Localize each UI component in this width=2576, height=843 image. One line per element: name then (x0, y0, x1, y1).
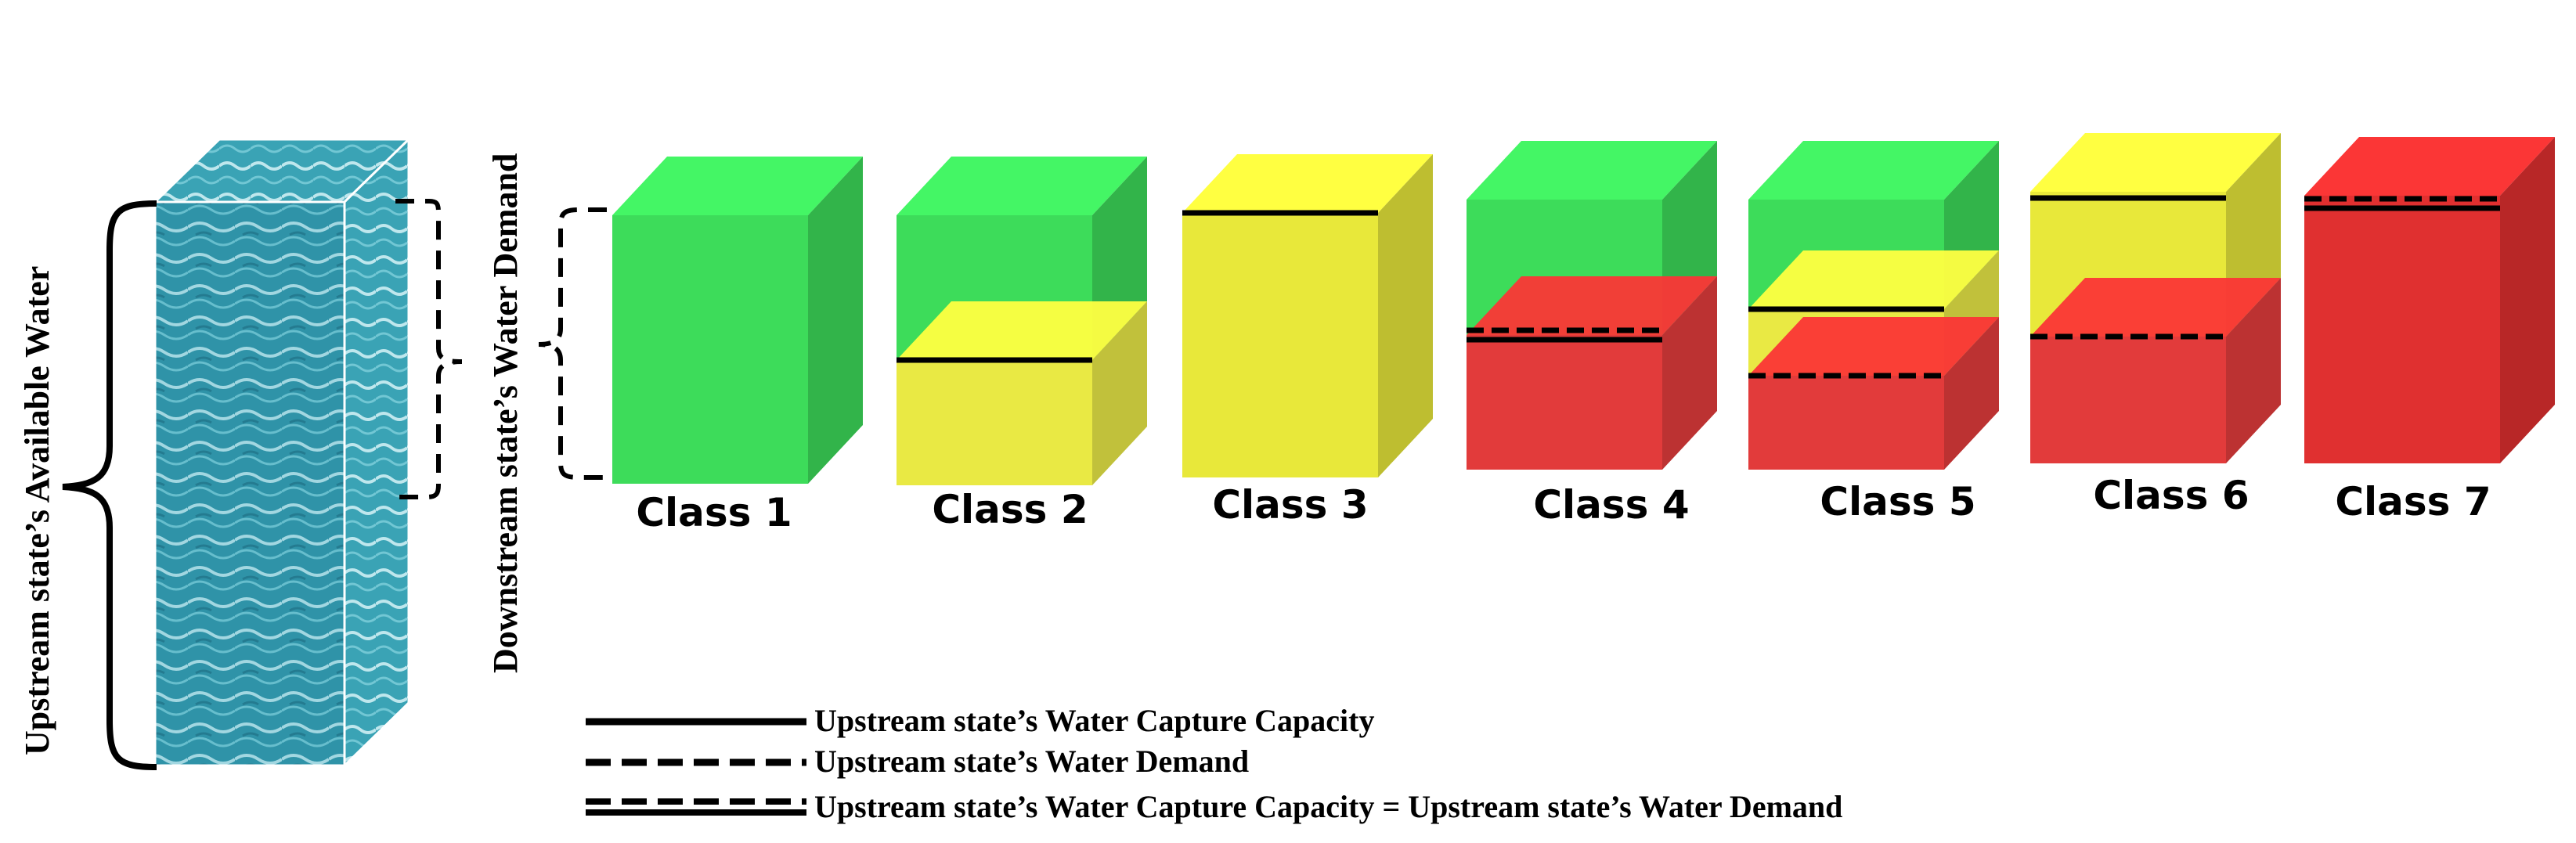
class-6-yellow-layer-top (2030, 133, 2281, 192)
class-labels: Class 1 Class 2 Class 3 Class 4 Class 5 … (636, 473, 2491, 535)
legend: Upstream state’s Water Capture Capacity … (586, 703, 1842, 824)
class-1-green-layer-top (612, 157, 863, 215)
legend-text-equal: Upstream state’s Water Capture Capacity … (814, 789, 1842, 824)
upstream-available-label: Upstream state’s Available Water (18, 266, 56, 755)
class-5-green-layer-top (1748, 141, 1999, 200)
class-2-yellow-layer-side (1092, 301, 1147, 485)
class-7-red-layer-front (2304, 196, 2500, 463)
legend-item-water-demand: Upstream state’s Water Demand (586, 744, 1249, 779)
class-5-red-layer-side (1944, 317, 1999, 470)
class-label-7: Class 7 (2335, 479, 2491, 524)
class-5-red-layer-front (1748, 376, 1944, 470)
class-4-green-layer-top (1467, 141, 1717, 200)
class-4-red-layer-side (1662, 276, 1717, 470)
class-4-red-layer-top (1467, 276, 1717, 335)
class-5-red-layer-top (1748, 317, 1999, 376)
upstream-water-prism (152, 136, 412, 769)
prism-front (153, 200, 346, 767)
upstream-brace (62, 200, 157, 770)
class-label-4: Class 4 (1533, 482, 1689, 528)
class-label-3: Class 3 (1212, 482, 1368, 528)
class-label-5: Class 5 (1820, 479, 1975, 524)
downstream-demand-label: Downstream state’s Water Demand (486, 153, 525, 673)
class-2-yellow-layer-front (897, 360, 1092, 485)
class-3-yellow-layer-side (1378, 154, 1433, 477)
class-7-red-layer-top (2304, 137, 2555, 196)
legend-text-capture-capacity: Upstream state’s Water Capture Capacity (814, 703, 1374, 738)
class-1-green-layer-front (612, 215, 808, 484)
class-4-red-layer-front (1467, 335, 1662, 470)
legend-item-capture-capacity: Upstream state’s Water Capture Capacity (586, 703, 1374, 738)
class-label-1: Class 1 (636, 490, 792, 535)
legend-item-equal: Upstream state’s Water Capture Capacity … (586, 789, 1842, 824)
legend-text-water-demand: Upstream state’s Water Demand (814, 744, 1249, 779)
class-label-2: Class 2 (932, 487, 1088, 532)
prism-side (343, 136, 410, 769)
downstream-dashed-bracket (538, 207, 607, 480)
class-6-red-layer-front (2030, 337, 2226, 463)
class-6-red-layer-top (2030, 278, 2281, 337)
class-3-yellow-layer-front (1182, 213, 1378, 477)
class-2-green-layer-top (897, 157, 1147, 215)
prism-dashed-bracket (391, 199, 463, 499)
class-5-yellow-layer-top (1748, 250, 1999, 309)
class-1-green-layer-side (808, 157, 863, 484)
class-7-red-layer-side (2500, 137, 2555, 463)
class-cubes (612, 133, 2555, 485)
class-6-red-layer-side (2226, 278, 2281, 463)
class-3-yellow-layer-top (1182, 154, 1433, 213)
class-label-6: Class 6 (2093, 473, 2249, 518)
class-2-yellow-layer-top (897, 301, 1147, 360)
